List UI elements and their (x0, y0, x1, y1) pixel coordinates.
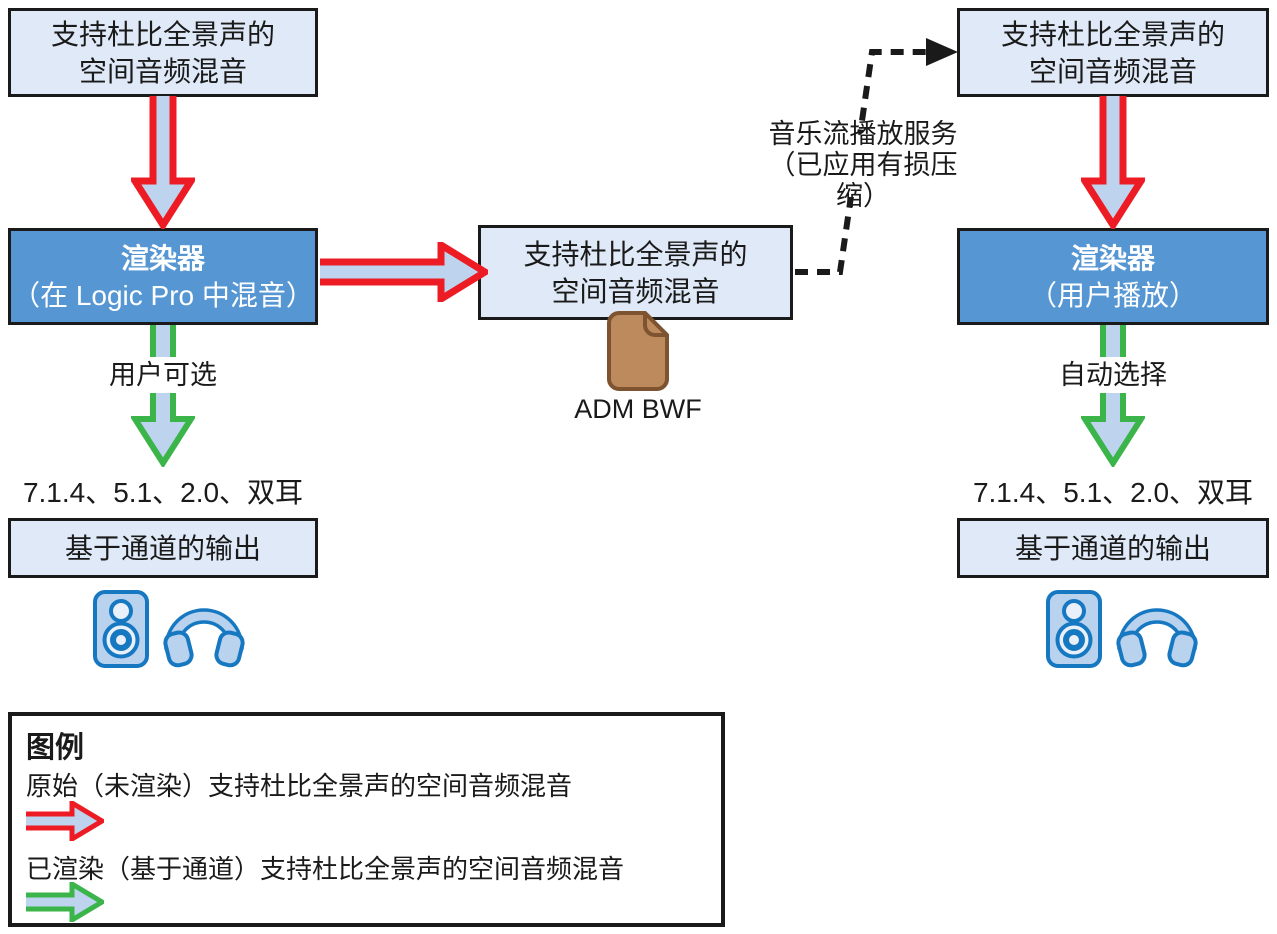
left-formats-label: 7.1.4、5.1、2.0、双耳 (22, 477, 304, 508)
down-arrow-green-right-icon (1081, 325, 1145, 467)
adm-bwf-label: ADM BWF (574, 394, 702, 424)
speaker-icon (1046, 590, 1102, 668)
streaming-service-label: 音乐流播放服务 （已应用有损压缩） (752, 119, 974, 211)
legend-red-arrow-icon (26, 801, 104, 841)
right-formats-label: 7.1.4、5.1、2.0、双耳 (972, 477, 1254, 508)
down-arrow-green-left-icon (131, 325, 195, 467)
right-renderer-subtitle: （用户播放） (1028, 279, 1197, 311)
right-arrow-red-icon (320, 242, 488, 302)
legend-green-arrow-icon (26, 882, 104, 922)
speaker-icon (93, 590, 149, 668)
left-output-box: 基于通道的输出 (8, 518, 318, 578)
legend-title: 图例 (26, 732, 85, 764)
right-output-box: 基于通道的输出 (957, 518, 1269, 578)
right-source-mix-box: 支持杜比全景声的 空间音频混音 (957, 8, 1269, 97)
left-renderer-title: 渲染器 (120, 242, 205, 274)
down-arrow-red-left-icon (131, 96, 195, 229)
right-renderer-title: 渲染器 (1070, 242, 1155, 274)
auto-select-label: 自动选择 (1038, 357, 1188, 393)
legend-box: 图例 原始（未渲染）支持杜比全景声的空间音频混音 已渲染（基于通道）支持杜比全景… (8, 712, 725, 927)
headphones-icon (1115, 592, 1199, 668)
left-renderer-subtitle: （在 Logic Pro 中混音） (12, 279, 314, 311)
adm-bwf-file-icon (607, 311, 669, 391)
down-arrow-red-right-icon (1081, 96, 1145, 229)
middle-mix-box: 支持杜比全景声的 空间音频混音 (478, 225, 793, 320)
legend-item-label: 原始（未渲染）支持杜比全景声的空间音频混音 (26, 771, 573, 801)
legend-item-label: 已渲染（基于通道）支持杜比全景声的空间音频混音 (26, 854, 625, 884)
left-renderer-box: 渲染器 （在 Logic Pro 中混音） (8, 228, 318, 325)
left-source-mix-box: 支持杜比全景声的 空间音频混音 (8, 8, 318, 97)
right-renderer-box: 渲染器 （用户播放） (957, 228, 1269, 325)
headphones-icon (162, 592, 246, 668)
user-selectable-label: 用户可选 (88, 357, 238, 393)
